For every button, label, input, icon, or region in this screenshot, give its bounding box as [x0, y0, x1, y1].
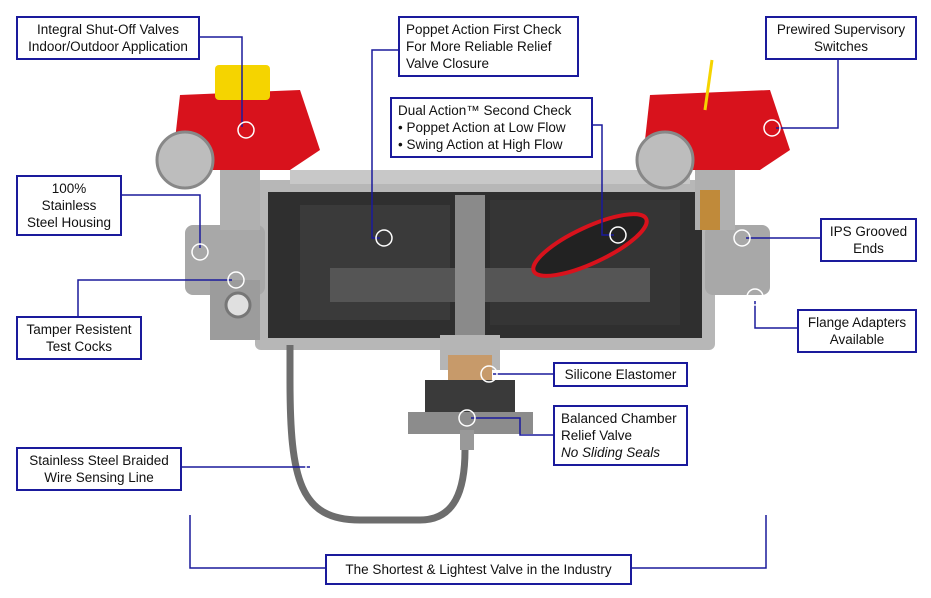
callout-text: Silicone Elastomer [564, 367, 677, 382]
callout-text: Steel Housing [26, 215, 112, 230]
callout-housing: 100% Stainless Steel Housing [16, 175, 122, 236]
callout-text: Integral Shut-Off Valves [36, 22, 180, 37]
callout-test-cocks: Tamper Resistent Test Cocks [16, 316, 142, 360]
callout-markers [191, 119, 781, 476]
callout-switches: Prewired Supervisory Switches [765, 16, 917, 60]
callout-text: Relief Valve [561, 428, 633, 443]
callout-text: Test Cocks [45, 339, 113, 354]
callout-text: • Poppet Action at Low Flow [398, 120, 566, 135]
second-check-disc [531, 212, 649, 278]
callout-first-check: Poppet Action First Check For More Relia… [398, 16, 579, 77]
callout-relief-valve: Balanced Chamber Relief Valve No Sliding… [553, 405, 688, 466]
callout-second-check: Dual Action™ Second Check • Poppet Actio… [390, 97, 593, 158]
callout-shutoff-valves: Integral Shut-Off Valves Indoor/Outdoor … [16, 16, 200, 60]
callout-text: No Sliding Seals [561, 445, 661, 460]
callout-text: For More Reliable Relief [406, 39, 552, 54]
callout-text: IPS Grooved [829, 224, 908, 239]
callout-text: Flange Adapters [807, 315, 907, 330]
callout-text: Switches [813, 39, 869, 54]
callout-text: • Swing Action at High Flow [398, 137, 563, 152]
callout-text: Valve Closure [406, 56, 490, 71]
sensing-line [286, 345, 469, 524]
callout-text: Poppet Action First Check [406, 22, 562, 37]
valve-body [255, 170, 715, 350]
callout-flange-adapters: Flange Adapters Available [797, 309, 917, 353]
callout-elastomer: Silicone Elastomer [553, 362, 688, 387]
callout-lines [77, 36, 839, 569]
right-grooved-end [705, 225, 770, 295]
callout-text: Tamper Resistent [26, 322, 132, 337]
callout-shortest-lightest: The Shortest & Lightest Valve in the Ind… [325, 554, 632, 585]
callout-text: Available [829, 332, 885, 347]
callout-text: Wire Sensing Line [44, 470, 154, 485]
right-shutoff-valve [635, 59, 790, 230]
callout-text: Indoor/Outdoor Application [28, 39, 188, 54]
callout-text: Dual Action™ Second Check [398, 103, 572, 118]
callout-text: 100% Stainless [41, 181, 97, 213]
test-cock [224, 291, 252, 319]
callout-text: Stainless Steel Braided [29, 453, 169, 468]
callout-text: Ends [853, 241, 884, 256]
callout-grooved-ends: IPS Grooved Ends [820, 218, 917, 262]
callout-sensing-line: Stainless Steel Braided Wire Sensing Lin… [16, 447, 182, 491]
relief-valve [408, 335, 533, 450]
left-shutoff-valve [155, 65, 320, 230]
callout-text: Prewired Supervisory [776, 22, 906, 37]
callout-text: Balanced Chamber [561, 411, 677, 426]
left-grooved-end [185, 225, 265, 295]
callout-text: The Shortest & Lightest Valve in the Ind… [345, 562, 612, 577]
